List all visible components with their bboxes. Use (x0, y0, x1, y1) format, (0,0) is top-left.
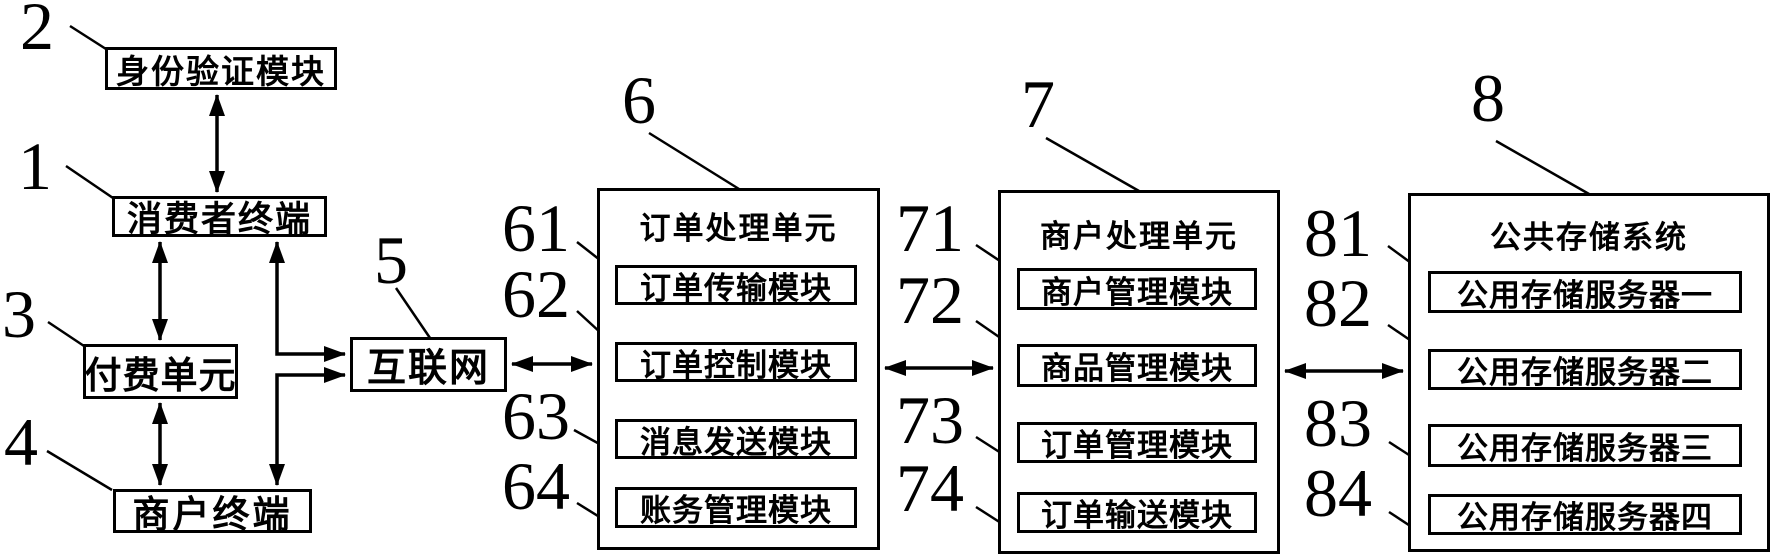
leader-3 (47, 320, 85, 348)
unit-public-storage-system-title: 公共存储系统 (1490, 220, 1688, 255)
server-public-storage-4: 公用存储服务器四 (1428, 494, 1742, 535)
ref-label-4: 4 (4, 404, 38, 480)
ref-label-6: 6 (622, 62, 656, 138)
module-order-control: 订单控制模块 (615, 342, 857, 383)
server-public-storage-3: 公用存储服务器三 (1428, 424, 1742, 467)
module-merchant-management-label: 商户管理模块 (1041, 274, 1233, 310)
server-public-storage-3-label: 公用存储服务器三 (1457, 431, 1713, 466)
module-order-delivery: 订单输送模块 (1017, 492, 1257, 533)
leader-6 (648, 131, 740, 191)
node-merchant-terminal: 商户终端 (113, 489, 312, 535)
ref-label-84: 84 (1304, 455, 1372, 531)
leader-7 (1045, 136, 1140, 193)
ref-label-74: 74 (896, 450, 964, 526)
ref-label-82: 82 (1304, 265, 1372, 341)
leader-8 (1495, 139, 1590, 196)
module-message-sending-label: 消息发送模块 (640, 424, 832, 460)
ref-label-64: 64 (502, 448, 570, 524)
node-identity-verification-label: 身份验证模块 (116, 52, 326, 90)
node-internet: 互联网 (350, 337, 507, 392)
ref-label-3: 3 (2, 276, 36, 352)
module-order-control-label: 订单控制模块 (640, 347, 832, 383)
node-payment-unit: 付费单元 (83, 344, 238, 399)
ref-label-63: 63 (502, 378, 570, 454)
unit-order-processing: 订单处理单元 订单传输模块 订单控制模块 消息发送模块 账务管理模块 (597, 188, 880, 550)
ref-label-61: 61 (502, 190, 570, 266)
ref-label-72: 72 (896, 262, 964, 338)
unit-public-storage-system: 公共存储系统 公用存储服务器一 公用存储服务器二 公用存储服务器三 公用存储服务… (1408, 193, 1770, 552)
module-message-sending: 消息发送模块 (615, 419, 857, 460)
module-order-management-label: 订单管理模块 (1041, 428, 1233, 463)
module-product-management-label: 商品管理模块 (1041, 351, 1233, 386)
leader-2 (69, 24, 107, 51)
module-accounting-management-label: 账务管理模块 (640, 493, 832, 528)
leader-4 (46, 449, 113, 492)
node-payment-unit-label: 付费单元 (84, 354, 237, 396)
module-product-management: 商品管理模块 (1017, 344, 1257, 387)
server-public-storage-1: 公用存储服务器一 (1428, 271, 1742, 313)
server-public-storage-2: 公用存储服务器二 (1428, 349, 1742, 390)
ref-label-73: 73 (896, 382, 964, 458)
ref-label-1: 1 (18, 128, 52, 204)
server-public-storage-4-label: 公用存储服务器四 (1457, 500, 1713, 535)
node-consumer-terminal-label: 消费者终端 (126, 200, 312, 239)
module-order-transmission: 订单传输模块 (615, 265, 857, 306)
module-merchant-management: 商户管理模块 (1017, 268, 1257, 310)
ref-label-62: 62 (502, 256, 570, 332)
node-internet-label: 互联网 (366, 346, 490, 390)
ref-label-5: 5 (374, 222, 408, 298)
ref-label-71: 71 (896, 190, 964, 266)
arrow-consumer-internet (269, 241, 346, 362)
unit-merchant-processing: 商户处理单元 商户管理模块 商品管理模块 订单管理模块 订单输送模块 (998, 190, 1280, 554)
module-accounting-management: 账务管理模块 (615, 487, 857, 528)
ref-label-7: 7 (1021, 66, 1055, 142)
leader-1 (65, 164, 114, 200)
ref-label-8: 8 (1471, 60, 1505, 136)
arrow-internet-merchant (269, 367, 346, 486)
node-consumer-terminal: 消费者终端 (112, 196, 327, 239)
unit-order-processing-title: 订单处理单元 (639, 211, 838, 246)
ref-label-83: 83 (1304, 385, 1372, 461)
ref-label-2: 2 (20, 0, 54, 64)
node-merchant-terminal-label: 商户终端 (132, 494, 293, 535)
server-public-storage-2-label: 公用存储服务器二 (1457, 355, 1713, 390)
unit-merchant-processing-title: 商户处理单元 (1040, 219, 1238, 254)
module-order-management: 订单管理模块 (1017, 422, 1257, 463)
node-identity-verification-module: 身份验证模块 (105, 47, 337, 90)
module-order-transmission-label: 订单传输模块 (640, 270, 832, 306)
ref-label-81: 81 (1304, 195, 1372, 271)
module-order-delivery-label: 订单输送模块 (1041, 498, 1233, 533)
server-public-storage-1-label: 公用存储服务器一 (1457, 277, 1713, 313)
